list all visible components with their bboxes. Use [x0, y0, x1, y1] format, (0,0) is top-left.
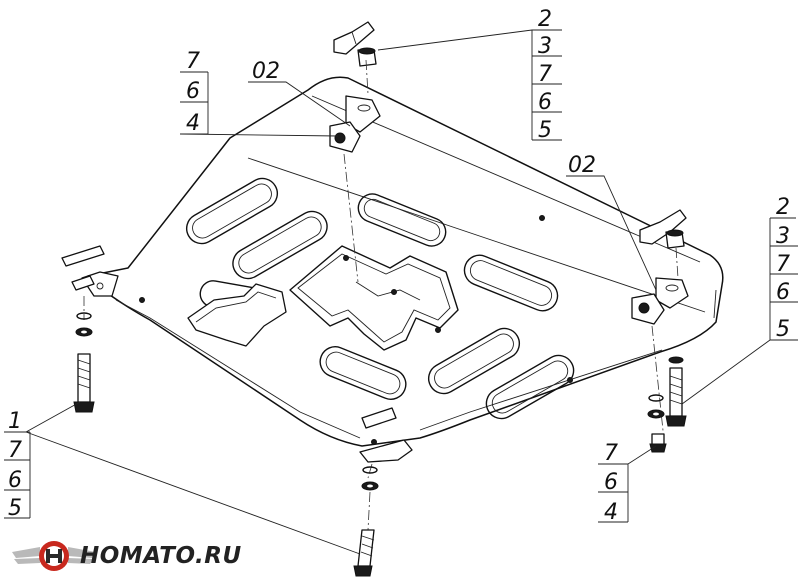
callout-bottom-left: 1 7 6 5	[8, 409, 22, 521]
logo-text: HOMATO.RU	[80, 543, 242, 569]
callout-bottom-right: 7 6 4	[604, 441, 618, 525]
callout-label: 6	[8, 468, 22, 493]
callout-label: 2	[538, 7, 552, 32]
callout-frames	[4, 30, 798, 523]
central-emboss	[289, 245, 459, 351]
callout-right-side: 2 3 7 6 5	[776, 195, 790, 342]
callout-label: 4	[604, 500, 618, 525]
callout-label: 7	[186, 49, 200, 74]
callout-top-left: 7 6 4	[186, 49, 200, 136]
callout-label: 6	[538, 90, 552, 115]
callout-label: 2	[776, 195, 790, 220]
assembly-axes	[83, 59, 679, 531]
callout-label: 7	[776, 252, 790, 277]
marker-02-right: 02	[568, 153, 596, 178]
bracket-02-left	[329, 95, 381, 153]
callout-label: 6	[604, 470, 618, 495]
hardware-stack-right	[647, 356, 687, 453]
marker-02-left: 02	[252, 59, 280, 84]
callout-label: 6	[186, 79, 200, 104]
logo-emblem-icon	[12, 541, 96, 571]
clip-nut-right	[639, 209, 687, 249]
callout-label: 4	[186, 111, 200, 136]
clip-nut-front-left	[61, 245, 105, 291]
hardware-stack-front-left	[73, 312, 95, 413]
callout-label: 5	[776, 317, 790, 342]
callout-label: 5	[8, 496, 22, 521]
stiffening-slots	[185, 177, 575, 420]
callout-label: 7	[8, 438, 22, 463]
hardware-stack-front-center	[353, 466, 379, 577]
callout-label: 5	[538, 118, 552, 143]
callout-label: 7	[538, 62, 552, 87]
callout-top-right: 2 3 7 6 5	[538, 7, 552, 143]
skid-plate	[81, 76, 724, 447]
access-hatch	[187, 283, 287, 347]
bracket-02-right	[631, 277, 689, 325]
callout-label: 3	[538, 34, 552, 59]
clip-nut-top	[333, 21, 377, 67]
homato-logo: HOMATO.RU	[12, 541, 242, 571]
callout-label: 1	[8, 409, 22, 434]
callout-label: 7	[604, 441, 618, 466]
callout-label: 3	[776, 224, 790, 249]
callout-label: 6	[776, 280, 790, 305]
clip-nut-front-center	[359, 407, 413, 463]
